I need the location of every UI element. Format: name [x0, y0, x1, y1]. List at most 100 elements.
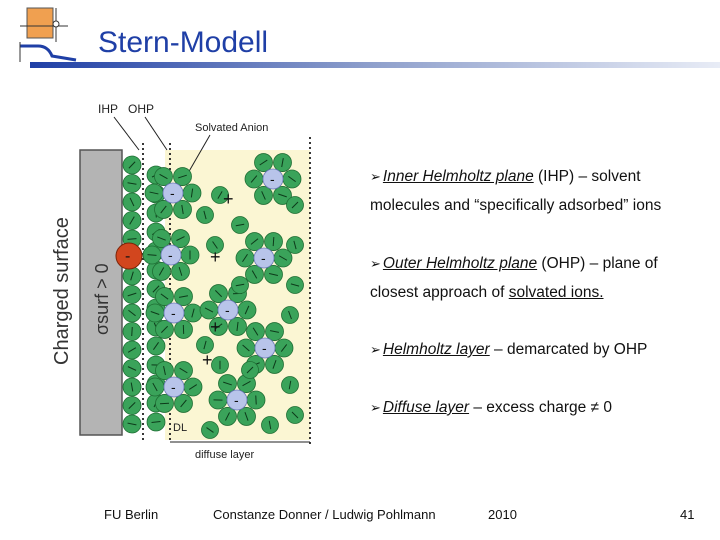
- anion: [162, 182, 184, 204]
- anion-sign: -: [168, 247, 173, 263]
- dipole-arrow: [242, 344, 250, 352]
- dipole-arrow: [250, 238, 259, 245]
- note-text: – excess charge ≠ 0: [469, 399, 612, 416]
- anion: [254, 337, 276, 359]
- anion: [160, 244, 182, 266]
- dipole-arrow: [268, 420, 272, 430]
- dipole-arrow: [278, 255, 288, 261]
- dipole-arrow: [159, 173, 168, 180]
- ions: ----------++++: [115, 168, 284, 411]
- arrow-icon: ➢: [370, 400, 381, 415]
- dipole-arrow: [217, 191, 223, 199]
- dipole-arrow: [291, 201, 299, 209]
- dipole-arrow: [127, 347, 137, 353]
- adsorbed-anion-sign: -: [125, 248, 130, 265]
- note-text: – demarcated by OHP: [489, 341, 648, 358]
- dipole-arrow: [288, 380, 292, 390]
- dipole-arrow: [128, 401, 136, 410]
- dipole-arrow: [178, 174, 187, 179]
- dipole-arrow: [160, 293, 169, 300]
- dipole-arrow: [272, 360, 277, 369]
- dipole-arrow: [291, 411, 299, 419]
- stern-diagram-svg: IHP OHP Solvated Anion Charged surface σ…: [51, 102, 311, 461]
- dipole-arrow: [244, 412, 249, 421]
- note-helmholtz-layer: ➢Helmholtz layer – demarcated by OHP: [370, 335, 710, 364]
- dipole-arrow: [178, 295, 189, 298]
- note-text: (IHP) – solvent: [533, 168, 641, 185]
- dipole-arrow: [278, 193, 287, 198]
- dipole-arrow: [131, 326, 133, 337]
- footer-year: 2010: [488, 507, 517, 522]
- anion: [217, 299, 239, 321]
- slide-title: Stern-Modell: [98, 26, 269, 59]
- footer-page-number: 41: [680, 507, 695, 522]
- dipole-arrow: [206, 427, 214, 433]
- dipole-arrow: [242, 253, 248, 263]
- dipole-arrow: [225, 412, 230, 421]
- dipole-arrow: [127, 292, 137, 297]
- dipole-arrow: [212, 241, 218, 249]
- label-ohp: OHP: [128, 102, 154, 116]
- dipole-arrow: [190, 188, 194, 198]
- dipole-arrow: [127, 238, 137, 240]
- dipole-arrow: [235, 283, 245, 287]
- dipole-arrow: [129, 216, 135, 225]
- arrow-icon: ➢: [370, 169, 381, 184]
- dipole-arrow: [130, 271, 134, 281]
- dipole-arrow: [223, 381, 232, 386]
- ohp-pointer: [144, 116, 168, 151]
- note-text: (OHP) – plane of: [537, 255, 658, 272]
- anion-sign: -: [225, 302, 230, 318]
- label-solvated-anion: Solvated Anion: [195, 122, 268, 134]
- dipole-arrow: [251, 270, 258, 279]
- charged-surface: [79, 149, 123, 436]
- footer-institution: FU Berlin: [104, 507, 159, 522]
- dipole-arrow: [147, 254, 157, 256]
- dipole-arrow: [160, 325, 169, 333]
- dipole-arrow: [259, 159, 268, 166]
- anion-sign: -: [234, 392, 239, 408]
- arrow-icon: ➢: [370, 256, 381, 271]
- dipole-arrow: [288, 175, 296, 183]
- label-diffuse-layer: diffuse layer: [195, 449, 254, 461]
- dipole-arrow: [150, 311, 160, 315]
- dipole-arrow: [280, 344, 288, 352]
- anion: [163, 302, 185, 324]
- anion: [226, 389, 248, 411]
- dipole-arrow: [214, 323, 223, 330]
- note-text: closest approach of: [370, 284, 509, 301]
- dipole-arrow: [203, 210, 207, 220]
- label-ihp: IHP: [98, 102, 118, 116]
- dipole-arrow: [204, 307, 214, 313]
- dipole-arrow: [176, 236, 185, 241]
- dipole-arrow: [188, 384, 198, 390]
- note-ihp: ➢Inner Helmholtz plane (IHP) – solvent m…: [370, 162, 710, 220]
- footer-authors: Constanze Donner / Ludwig Pohlmann: [213, 507, 436, 522]
- note-term: Helmholtz layer: [382, 341, 490, 358]
- note-text: solvated ions.: [508, 284, 604, 301]
- dipole-arrow: [250, 175, 258, 183]
- cation-sign: +: [210, 247, 221, 267]
- dipole-arrow: [272, 237, 275, 247]
- dipole-arrow: [181, 204, 184, 214]
- dipole-arrow: [153, 342, 159, 350]
- dipole-arrow: [288, 310, 292, 320]
- dipole-arrow: [128, 309, 136, 317]
- anion-sign: -: [262, 340, 267, 356]
- anion-sign: -: [171, 305, 176, 321]
- dipole-arrow: [127, 422, 137, 426]
- anion-sign: -: [261, 250, 266, 266]
- dipole-arrow: [290, 283, 300, 287]
- note-term: Inner Helmholtz plane: [382, 168, 534, 185]
- dipole-arrow: [127, 182, 137, 185]
- dipole-arrow: [157, 236, 166, 241]
- dipole-arrow: [203, 340, 207, 350]
- dipole-arrow: [160, 205, 167, 214]
- dipole-arrow: [246, 366, 254, 374]
- note-text: molecules and “specifically adsorbed” io…: [370, 197, 662, 214]
- dipole-arrow: [179, 367, 188, 374]
- anion-sign: -: [270, 171, 275, 187]
- sigma-label: σsurf > 0: [92, 263, 112, 335]
- cation-sign: +: [210, 317, 221, 337]
- dipole-arrow: [235, 223, 245, 227]
